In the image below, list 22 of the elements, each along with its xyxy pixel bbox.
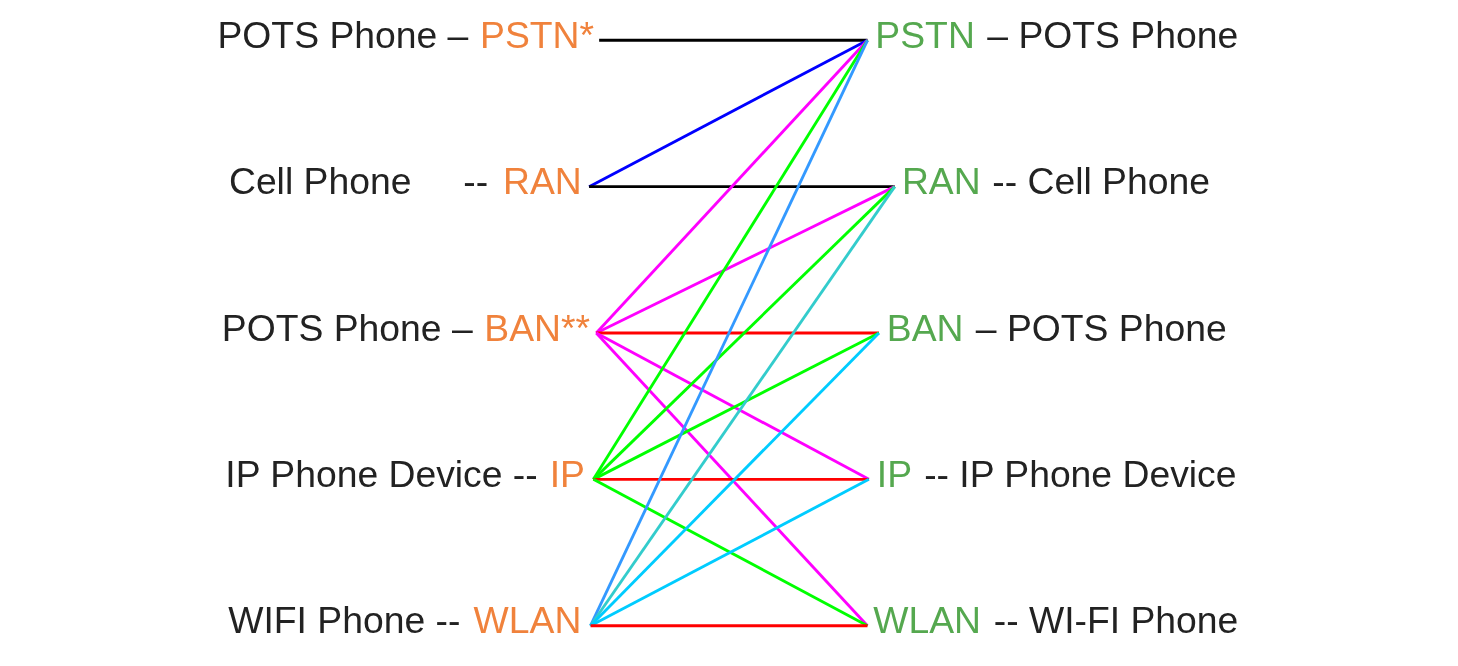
connector bbox=[589, 185, 895, 189]
connector bbox=[596, 331, 879, 335]
connector bbox=[599, 38, 868, 42]
node-text: IP -- IP Phone Device bbox=[876, 452, 1237, 495]
connector bbox=[589, 185, 896, 627]
node-text: BAN – POTS Phone bbox=[886, 306, 1227, 349]
connector bbox=[595, 39, 869, 334]
node-text: Cell Phone -- RAN bbox=[228, 160, 582, 203]
node-text: PSTN – POTS Phone bbox=[875, 13, 1239, 56]
connector bbox=[595, 185, 896, 335]
connector bbox=[592, 185, 896, 481]
node-text: RAN -- Cell Phone bbox=[901, 160, 1210, 203]
connector bbox=[593, 477, 869, 481]
node-text: POTS Phone – PSTN* bbox=[217, 13, 595, 56]
connector bbox=[590, 624, 868, 628]
node-text: WIFI Phone -- WLAN bbox=[228, 599, 582, 642]
connector bbox=[592, 39, 869, 481]
node-text: WLAN -- WI-FI Phone bbox=[873, 599, 1239, 642]
connector bbox=[588, 39, 869, 188]
node-text: POTS Phone – BAN** bbox=[221, 306, 591, 349]
node-text: IP Phone Device -- IP bbox=[225, 452, 585, 495]
connector bbox=[589, 39, 869, 627]
